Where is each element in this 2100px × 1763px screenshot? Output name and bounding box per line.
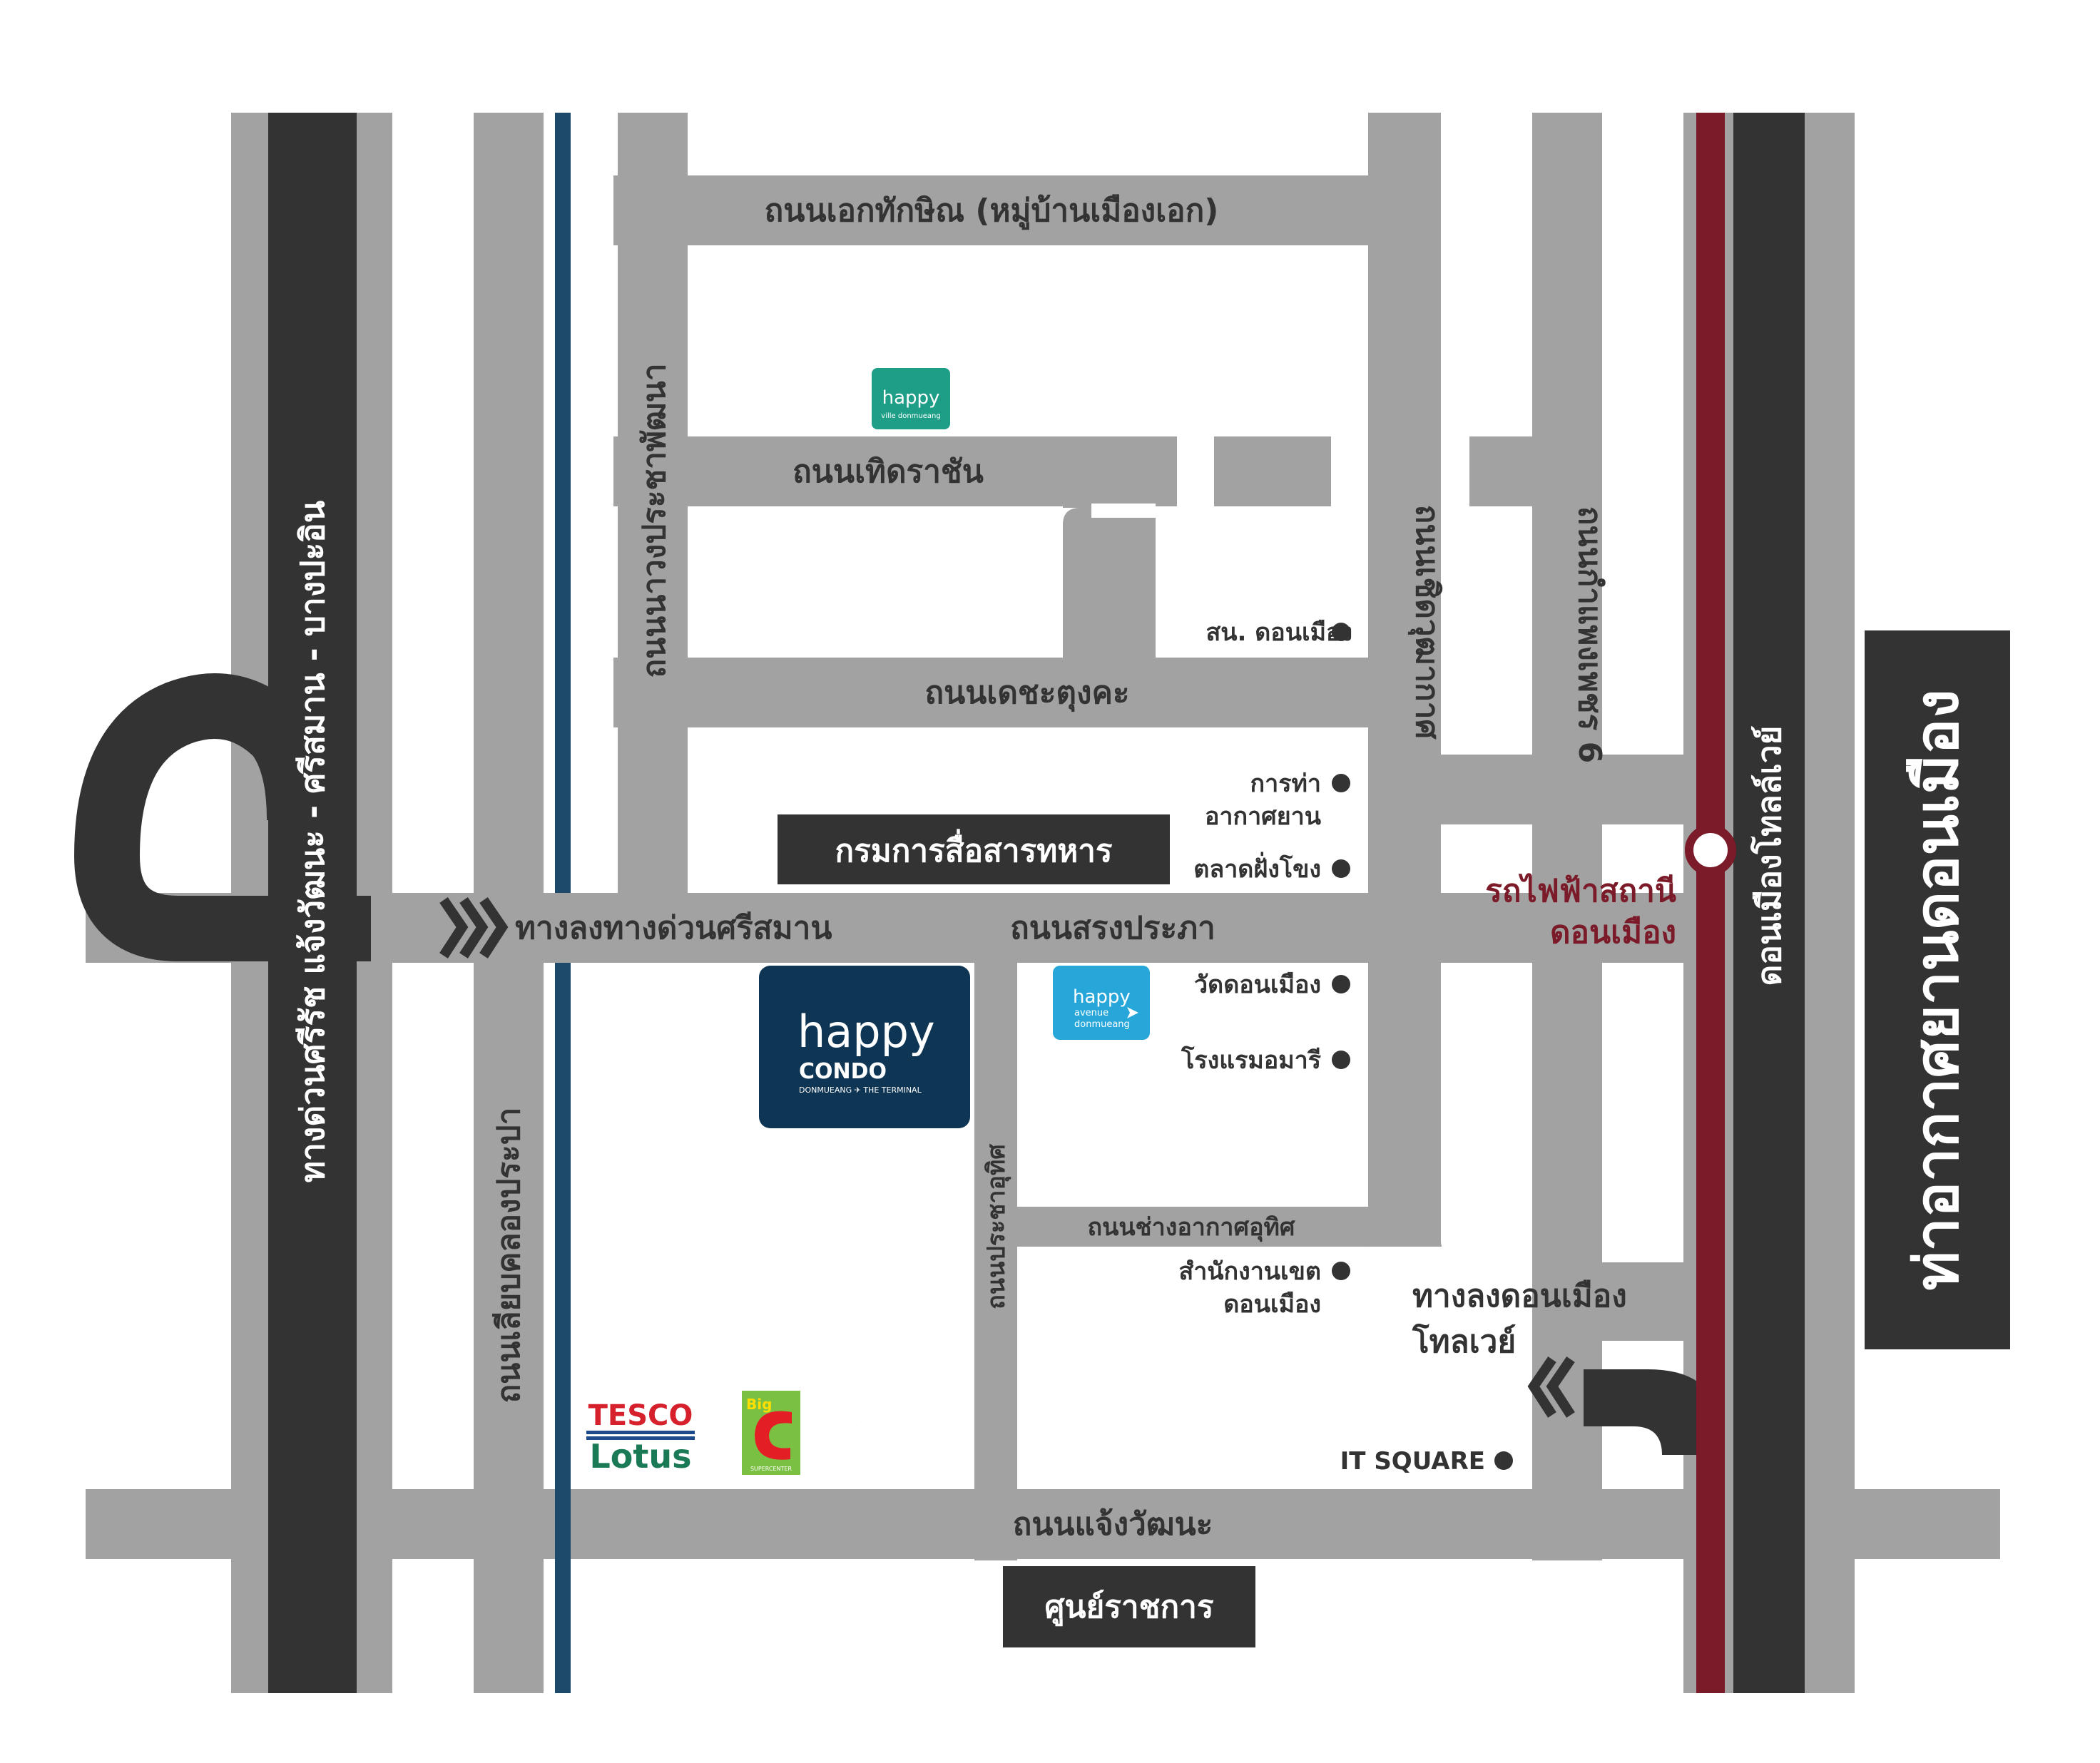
happy-avenue-logo: happy avenue donmueang	[1053, 966, 1150, 1040]
road-thoet-racha-stub	[1214, 436, 1331, 506]
poi-label: สำนักงานเขต	[1178, 1257, 1321, 1286]
tollway-exit-chevrons	[1527, 1356, 1575, 1418]
tesco-stripes	[586, 1431, 695, 1434]
label-chaeng-watthana: ถนนแจ้งวัฒนะ	[1013, 1506, 1213, 1543]
tesco-stripes	[586, 1436, 695, 1440]
label-liap-khlong-prapa: ถนนเลียบคลองประปา	[491, 1108, 527, 1404]
canal-gap	[555, 893, 571, 963]
happy-ville-sub: ville donmueang	[881, 412, 940, 420]
label-exit-si-saman: ทางลงทางด่วนศรีสมาน	[515, 910, 832, 946]
poi-district-office: สำนักงานเขต ดอนเมือง	[1178, 1257, 1350, 1319]
poi-amari-hotel: โรงแรมอมารี	[1181, 1046, 1350, 1075]
happy-condo-word: happy	[797, 1006, 935, 1058]
poi-label: วัดดอนเมือง	[1194, 971, 1321, 999]
big-c-sub: SUPERCENTER	[750, 1466, 792, 1472]
poi-dot	[1332, 859, 1350, 878]
label-airport: ท่าอากาศยานดอนเมือง	[1902, 689, 1972, 1290]
don-mueang-tollway	[1527, 113, 1805, 1693]
poi-label: สน. ดอนเมือง	[1206, 618, 1352, 647]
poi-airport-authority: การท่า อากาศยาน	[1205, 770, 1350, 831]
poi-label: IT SQUARE	[1340, 1447, 1485, 1476]
box-government-center: ศูนย์ราชการ	[1003, 1566, 1255, 1647]
happy-avenue-sub1: avenue	[1074, 1008, 1108, 1018]
label-station-1: รถไฟฟ้าสถานี	[1485, 872, 1676, 909]
happy-avenue-sub2: donmueang	[1074, 1019, 1130, 1030]
label-ekkathakin: ถนนเอกทักษิณ (หมู่บ้านเมืองเอก)	[765, 193, 1219, 230]
label-nawong-pracha-phatthana: ถนนนาวงประชาพัฒนา	[636, 363, 673, 678]
big-c-shape	[755, 1411, 792, 1460]
lotus-word: Lotus	[589, 1437, 691, 1476]
poi-label: การท่า	[1250, 770, 1321, 798]
label-song-praphat: ถนนสรงประภา	[1010, 910, 1215, 946]
poi-dot	[1332, 623, 1350, 641]
poi-wat-don-mueang: วัดดอนเมือง	[1194, 971, 1350, 999]
happy-ville-word: happy	[882, 387, 940, 409]
plane-icon	[1127, 1007, 1138, 1018]
label-det-tung-kha: ถนนเดชะตุงคะ	[924, 675, 1129, 712]
happy-avenue-word: happy	[1073, 986, 1131, 1008]
label-don-mueang-tollway: ดอนเมืองโทลล์เวย์	[1750, 726, 1788, 986]
road-east-service-right	[1805, 113, 1855, 1693]
happy-condo-logo: happy CONDO DONMUEANG ✈ THE TERMINAL	[759, 966, 970, 1128]
poi-label: ดอนเมือง	[1223, 1290, 1321, 1319]
road-nawong-pracha-phatthana	[618, 113, 688, 964]
road-ekkathakin	[613, 175, 1370, 245]
big-c-logo: Big C SUPERCENTER	[742, 1391, 857, 1475]
label-kamphaeng-phet-6: ถนนกำแพงเพชร 6	[1571, 506, 1608, 763]
poi-dot	[1332, 774, 1350, 792]
poi-dot	[1332, 975, 1350, 993]
label-sirat-expressway: ทางด่วนศรีรัช แจ้งวัฒนะ - ศรีสมาน - บางป…	[293, 500, 332, 1182]
road-pracha-uthit	[974, 893, 1017, 1560]
big-c-letter: C	[856, 1426, 857, 1427]
label-chang-akat-uthit: ถนนช่างอากาศอุทิศ	[1087, 1213, 1295, 1242]
poi-dot	[1332, 1051, 1350, 1069]
label-choet-wutthakat: ถนนเชิดวุฒากาศ	[1407, 505, 1445, 740]
don-mueang-station-marker	[1685, 824, 1736, 876]
poi-talat-fang-khong: ตลาดฝั่งโขง	[1193, 852, 1350, 884]
poi-label: ตลาดฝั่งโขง	[1193, 852, 1321, 884]
label-signal-department: กรมการสื่อสารทหาร	[835, 829, 1112, 869]
label-government-center: ศูนย์ราชการ	[1045, 1589, 1214, 1626]
road-det-tung-kha	[613, 658, 1441, 727]
poi-police-station: สน. ดอนเมือง	[1206, 618, 1352, 647]
road-thoet-racha	[613, 436, 1177, 506]
label-tollway-exit-1: ทางลงดอนเมือง	[1412, 1278, 1627, 1314]
happy-ville-logo: happy ville donmueang	[872, 368, 950, 429]
road-chaeng-watthana	[86, 1489, 2000, 1559]
red-line-rail	[1696, 113, 1725, 1693]
label-station-2: ดอนเมือง	[1550, 914, 1676, 951]
road-thoet-racha-curve	[1063, 506, 1156, 663]
happy-condo-sub: DONMUEANG ✈ THE TERMINAL	[799, 1085, 922, 1095]
poi-it-square: IT SQUARE	[1340, 1447, 1513, 1476]
poi-label: โรงแรมอมารี	[1181, 1046, 1322, 1075]
curve-fill	[1063, 508, 1080, 525]
sirat-expressway	[73, 113, 509, 1693]
road-choet-wutthakat	[1368, 113, 1441, 1247]
tesco-word: TESCO	[588, 1399, 693, 1432]
label-thoet-racha: ถนนเทิดราชัน	[792, 454, 984, 490]
road-kamphaeng-phet-6	[1532, 113, 1602, 1560]
happy-condo-line: CONDO	[799, 1059, 887, 1084]
big-c-big: Big	[746, 1396, 772, 1413]
tollway-exit-ramp-shape	[1584, 1369, 1719, 1455]
road-chang-akat-uthit	[974, 1207, 1441, 1247]
box-signal-department: กรมการสื่อสารทหาร	[778, 814, 1170, 884]
box-airport: ท่าอากาศยานดอนเมือง	[1865, 630, 2010, 1349]
tollway-road	[1733, 113, 1805, 1693]
poi-label: อากาศยาน	[1205, 802, 1321, 831]
poi-dot	[1494, 1451, 1513, 1470]
expressway-west-chevrons	[439, 897, 509, 959]
road-kamphaeng-phet-stub	[1469, 436, 1532, 506]
label-pracha-uthit: ถนนประชาอุทิศ	[982, 1144, 1011, 1309]
expressway-west	[268, 113, 357, 1693]
label-tollway-exit-2: โทลเวย์	[1412, 1322, 1516, 1360]
poi-dot	[1332, 1262, 1350, 1280]
tesco-lotus-logo: TESCO Lotus	[586, 1399, 695, 1476]
